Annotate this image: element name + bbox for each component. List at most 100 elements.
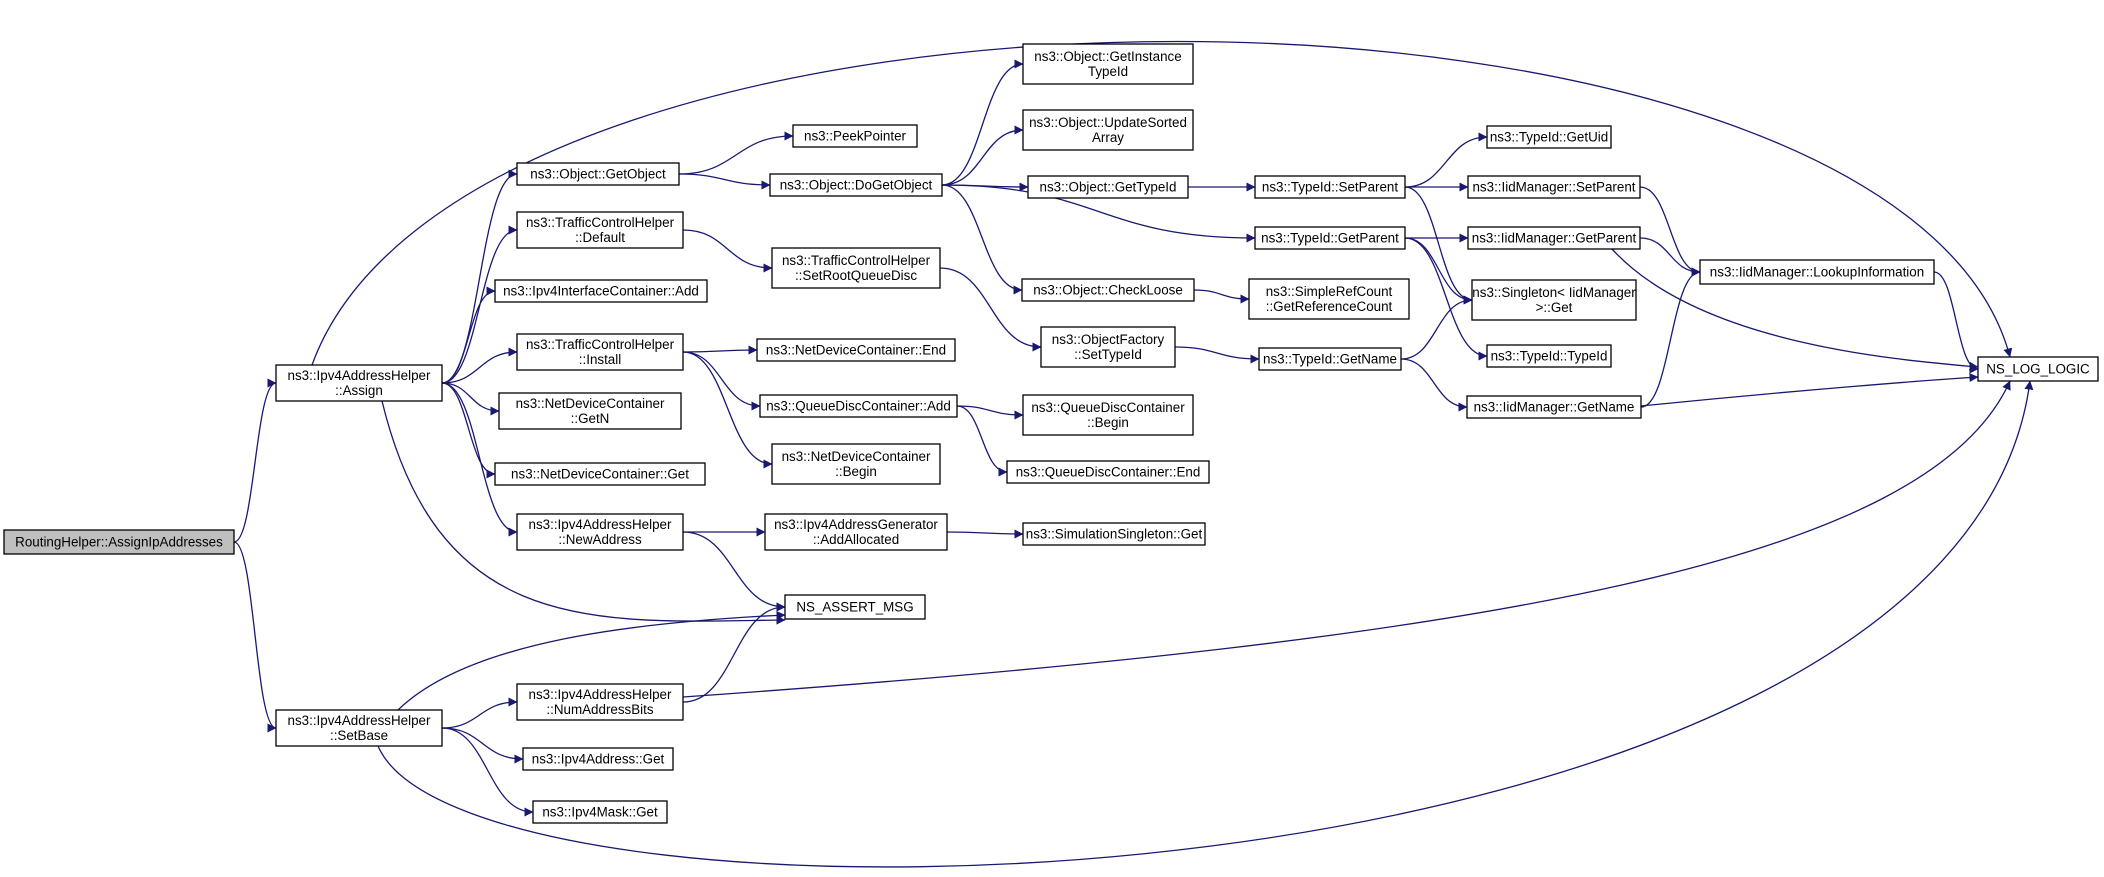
node-label: ns3::Object::GetTypeId [1040,180,1177,195]
edge-setbase-to-ipv4addr-get [441,727,524,764]
node-label: ns3::Object::GetObject [530,167,666,182]
node-label: ::Begin [1087,415,1129,430]
edge-assign-to-tch-default [441,225,518,384]
edge-checkloose-to-src-getrefcount [1193,289,1250,304]
node-label: ::Begin [835,464,877,479]
edge-addallocated-to-simsingleton [946,529,1024,539]
node-box [275,709,443,747]
node-box [1254,175,1406,199]
node-numaddrbits[interactable]: ns3::Ipv4AddressHelper::NumAddressBits [516,683,684,721]
edge-setrootqd-to-of-settypeid [939,267,1042,352]
edge-iid-getname-to-iid-lookup [1640,267,1701,408]
edge-iid-setparent-to-iid-lookup [1639,186,1701,277]
node-ipv4ic-add[interactable]: ns3::Ipv4InterfaceContainer::Add [494,279,708,303]
edge-iid-getparent-to-logic [1611,248,1979,371]
node-box [1486,125,1612,149]
node-label: ns3::NetDeviceContainer::End [766,343,946,358]
node-getobject[interactable]: ns3::Object::GetObject [516,162,680,186]
node-label: ns3::TypeId::GetParent [1261,231,1399,246]
edge-tch-install-to-ndc-end [682,345,758,355]
node-label: ns3::QueueDiscContainer::End [1016,465,1201,480]
node-box [516,513,684,551]
edge-qdc-add-to-qdc-begin [956,405,1024,420]
node-box [522,747,674,771]
node-iid-setparent[interactable]: ns3::IidManager::SetParent [1467,175,1641,199]
node-label: ns3::IidManager::LookupInformation [1710,265,1924,280]
node-box [771,443,941,485]
node-label: ns3::Ipv4AddressHelper [529,687,672,702]
edges-layer [233,40,2034,868]
node-iid-getname[interactable]: ns3::IidManager::GetName [1466,395,1642,419]
edge-iid-getparent-to-iid-lookup [1639,237,1701,277]
edge-tid-getname-to-singleton-get [1400,295,1473,360]
edge-tid-getparent-to-tid-typeid [1404,237,1488,361]
edge-setbase-to-numaddrbits [441,697,518,729]
node-label: ns3::NetDeviceContainer [782,449,931,464]
node-label: ns3::TypeId::GetName [1263,352,1397,367]
node-ipv4addr-get[interactable]: ns3::Ipv4Address::Get [522,747,674,771]
node-assign[interactable]: ns3::Ipv4AddressHelper::Assign [275,364,443,402]
edge-qdc-add-to-qdc-end [956,405,1008,477]
node-label: ::GetReferenceCount [1266,299,1393,314]
node-box [764,513,948,551]
node-addallocated[interactable]: ns3::Ipv4AddressGenerator::AddAllocated [764,513,948,551]
node-iid-lookup[interactable]: ns3::IidManager::LookupInformation [1699,259,1935,285]
node-label: ns3::Ipv4AddressGenerator [774,517,938,532]
edge-dogetobject-to-updatesorted [941,125,1024,186]
node-label: ns3::IidManager::SetParent [1472,180,1635,195]
node-tid-typeid[interactable]: ns3::TypeId::TypeId [1486,344,1612,368]
node-singleton-get[interactable]: ns3::Singleton< IidManager >::Get [1471,279,1637,321]
node-of-settypeid[interactable]: ns3::ObjectFactory::SetTypeId [1040,326,1176,368]
node-label: ns3::Ipv4Address::Get [532,752,665,767]
node-qdc-begin[interactable]: ns3::QueueDiscContainer::Begin [1022,394,1194,436]
node-box [1471,279,1637,321]
node-root[interactable]: RoutingHelper::AssignIpAddresses [3,529,235,555]
edge-assign-to-logic [311,40,2013,366]
node-setrootqd[interactable]: ns3::TrafficControlHelper::SetRootQueueD… [771,247,941,289]
node-tid-getname[interactable]: ns3::TypeId::GetName [1258,347,1402,371]
node-setbase[interactable]: ns3::Ipv4AddressHelper::SetBase [275,709,443,747]
edge-dogetobject-to-tid-getparent [941,184,1256,243]
node-tch-install[interactable]: ns3::TrafficControlHelper::Install [516,333,684,371]
node-assert[interactable]: NS_ASSERT_MSG [784,594,926,620]
node-dogetobject[interactable]: ns3::Object::DoGetObject [769,173,943,197]
node-tid-setparent[interactable]: ns3::TypeId::SetParent [1254,175,1406,199]
edge-dogetobject-to-getinstancetid [941,59,1024,186]
node-ndc-get[interactable]: ns3::NetDeviceContainer::Get [494,462,706,486]
edge-setbase-to-logic [377,380,2034,868]
node-iid-getparent[interactable]: ns3::IidManager::GetParent [1467,226,1641,250]
edge-assign-to-ipv4ic-add [441,286,496,384]
node-newaddress[interactable]: ns3::Ipv4AddressHelper::NewAddress [516,513,684,551]
node-label: ::AddAllocated [813,532,899,547]
node-peekpointer[interactable]: ns3::PeekPointer [792,124,918,148]
node-label: RoutingHelper::AssignIpAddresses [15,535,223,550]
nodes-layer: RoutingHelper::AssignIpAddressesns3::Ipv… [3,43,2099,824]
node-src-getrefcount[interactable]: ns3::SimpleRefCount::GetReferenceCount [1248,278,1410,320]
node-label: ::Default [575,230,625,245]
node-label: ns3::TrafficControlHelper [526,215,675,230]
node-ndc-begin[interactable]: ns3::NetDeviceContainer::Begin [771,443,941,485]
node-box [1040,326,1176,368]
node-checkloose[interactable]: ns3::Object::CheckLoose [1021,278,1195,302]
node-qdc-end[interactable]: ns3::QueueDiscContainer::End [1006,460,1210,484]
node-label: Array [1092,130,1124,145]
node-label: ns3::IidManager::GetName [1474,400,1635,415]
node-label: ns3::Ipv4Mask::Get [542,805,658,820]
node-tid-getuid[interactable]: ns3::TypeId::GetUid [1486,125,1612,149]
node-ipv4mask-get[interactable]: ns3::Ipv4Mask::Get [532,800,668,824]
node-simsingleton[interactable]: ns3::SimulationSingleton::Get [1022,522,1206,546]
node-ndc-getn[interactable]: ns3::NetDeviceContainer::GetN [498,392,682,430]
node-box [769,173,943,197]
edge-dogetobject-to-checkloose [941,184,1023,295]
node-logic[interactable]: NS_LOG_LOGIC [1977,356,2099,382]
node-tid-getparent[interactable]: ns3::TypeId::GetParent [1254,226,1406,250]
node-qdc-add[interactable]: ns3::QueueDiscContainer::Add [759,394,958,418]
node-box [1022,109,1194,151]
node-tch-default[interactable]: ns3::TrafficControlHelper::Default [516,211,684,249]
edge-iid-getname-to-logic [1640,373,1979,407]
node-obj-gettypeid[interactable]: ns3::Object::GetTypeId [1027,175,1189,199]
node-ndc-end[interactable]: ns3::NetDeviceContainer::End [756,338,956,362]
